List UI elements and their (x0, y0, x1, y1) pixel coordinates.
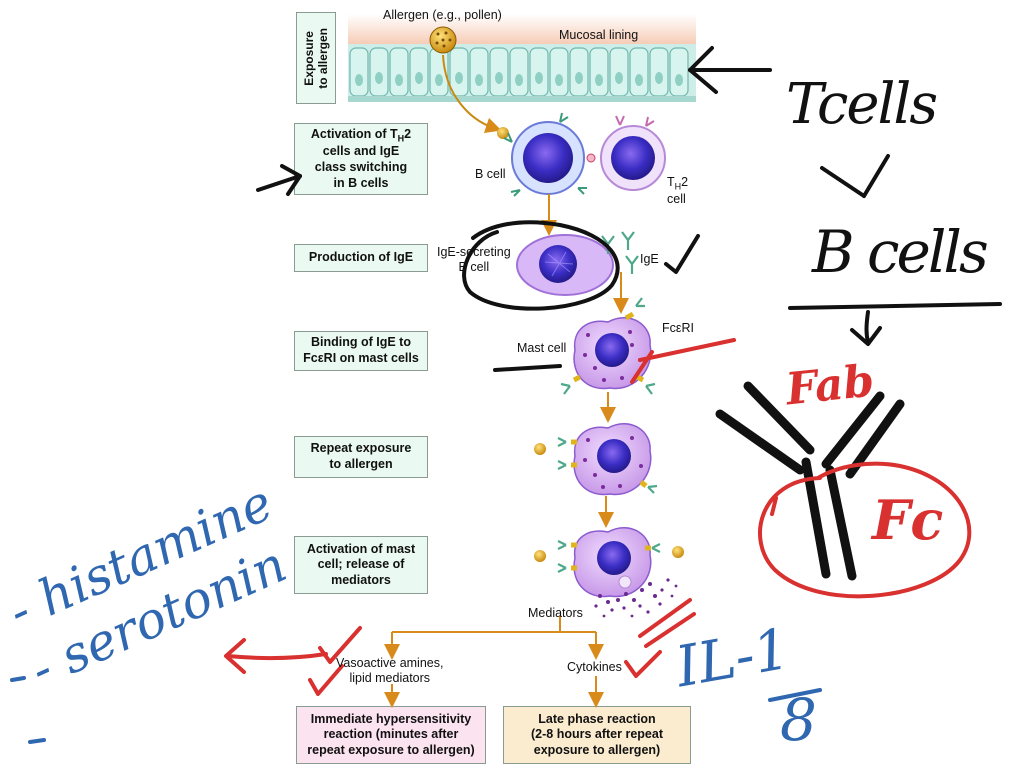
handwritten-tcells: Tcells (786, 72, 938, 137)
mediators-label: Mediators (528, 606, 583, 620)
ige-secreting-b-cell-icon (516, 234, 614, 296)
th2-label-end: 2 cell (667, 175, 689, 207)
handwritten-eight: 8 (780, 686, 817, 754)
immediate-hypersensitivity-box: Immediate hypersensitivity reaction (min… (296, 706, 486, 764)
th2-label-sub: H (674, 181, 682, 192)
mast-cell-icon (560, 297, 656, 395)
step-binding-ige: Binding of IgE to FcεRI on mast cells (294, 331, 428, 371)
ige-secreting-b-cell-label: IgE-secreting B cell (437, 245, 511, 274)
handwritten-fab: Fab (783, 355, 877, 416)
step-text: Activation of mast cell; release of medi… (306, 541, 416, 587)
late-phase-reaction-box: Late phase reaction (2-8 hours after rep… (503, 706, 691, 764)
th2-label-main: T (667, 175, 675, 189)
b-cell-icon (503, 112, 587, 197)
handwritten-blue-annotations (10, 676, 822, 744)
handwritten-red-annotations (224, 338, 972, 696)
allergen-label: Allergen (e.g., pollen) (383, 8, 502, 22)
ige-label: IgE (640, 252, 659, 266)
mucosal-lining-label: Mucosal lining (559, 28, 639, 42)
step-text: Binding of IgE to FcεRI on mast cells (303, 335, 419, 365)
step-text: 2 (404, 126, 412, 141)
th2-cell-icon (586, 115, 666, 191)
exposure-to-allergen-box: Exposure to allergen (296, 12, 336, 104)
mucosal-lining (348, 14, 696, 102)
vasoactive-label: Vasoactive amines, lipid mediators (336, 656, 444, 685)
mast-cell-degranulating-icon (534, 527, 684, 618)
step-activation-th2: Activation of TH2 cells and IgE class sw… (294, 123, 428, 195)
step-text-subscript: H (397, 133, 405, 144)
cytokines-label: Cytokines (567, 660, 622, 674)
step-text: Repeat exposure to allergen (310, 441, 412, 471)
step-production-of-ige: Production of IgE (294, 244, 428, 272)
fceri-label: FcεRI (662, 321, 694, 335)
step-text: Activation of T (310, 126, 398, 141)
step-repeat-exposure: Repeat exposure to allergen (294, 436, 428, 478)
handwritten-fc: Fc (872, 488, 944, 552)
step-activation-mast-cell: Activation of mast cell; release of medi… (294, 536, 428, 594)
handwritten-bcells: B cells (812, 218, 989, 286)
mast-cell-repeat-icon (534, 423, 658, 496)
b-cell-label: B cell (475, 167, 506, 181)
step-text: cells and IgE class switching in B cells (314, 144, 408, 190)
pollen-icon (429, 26, 457, 54)
step-text: Production of IgE (308, 250, 414, 265)
mediator-granules (594, 578, 678, 618)
allergen-particle-icon (497, 127, 509, 139)
th2-cell-label: TH2 cell (667, 160, 688, 207)
mast-cell-label: Mast cell (517, 341, 567, 355)
